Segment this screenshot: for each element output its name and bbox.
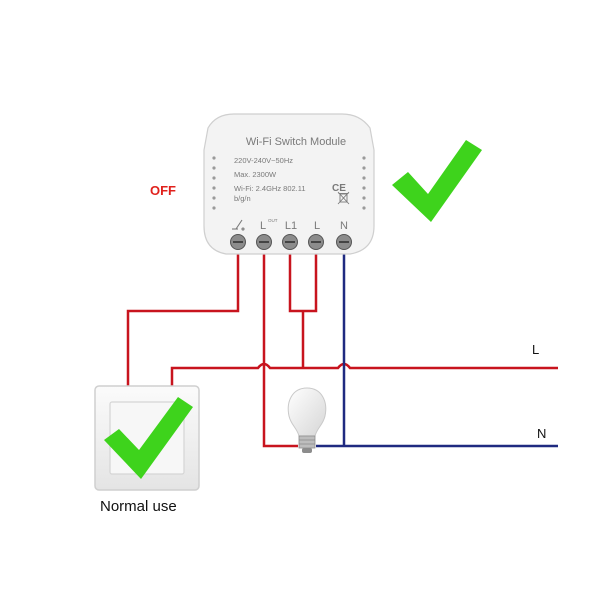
screw-terminal-l xyxy=(308,234,324,250)
terminal-label-n: N xyxy=(340,220,348,232)
module-spec-wifi: Wi-Fi: 2.4GHz 802.11 xyxy=(234,184,306,193)
live-line-label: L xyxy=(532,342,540,357)
wifi-switch-module: Wi-Fi Switch Module 220V-240V~50Hz Max. … xyxy=(203,113,375,255)
module-spec-power: Max. 2300W xyxy=(234,170,277,179)
wires xyxy=(126,250,558,448)
screw-terminal-l1 xyxy=(282,234,298,250)
off-status-label: OFF xyxy=(150,183,176,198)
module-body xyxy=(203,113,375,255)
screw-terminal-switch xyxy=(230,234,246,250)
module-vents xyxy=(212,156,366,210)
terminal-label-l: L xyxy=(314,220,320,232)
wall-switch-check-mark-icon xyxy=(104,397,193,479)
check-mark-icon xyxy=(392,140,482,222)
terminal-label-l-out-sup: OUT xyxy=(268,218,278,223)
screw-terminal-n xyxy=(336,234,352,250)
live-line-wire xyxy=(170,362,558,386)
l1-l-bridge-wire xyxy=(288,250,318,368)
bulb-tip xyxy=(302,448,312,453)
module-spec-wifi-standards: b/g/n xyxy=(234,194,251,203)
terminal-label-l1: L1 xyxy=(285,220,297,232)
terminal-label-l-out: L xyxy=(260,220,266,232)
bulb-base xyxy=(298,435,316,449)
module-spec-voltage: 220V-240V~50Hz xyxy=(234,156,293,165)
screw-terminal-l-out xyxy=(256,234,272,250)
switch-terminal-wire xyxy=(126,250,240,386)
bulb-glass xyxy=(287,387,327,437)
ce-mark: CE xyxy=(332,183,346,194)
neutral-line-label: N xyxy=(537,426,547,441)
bin-disposal-icon xyxy=(337,191,350,205)
light-bulb-icon xyxy=(287,387,327,453)
switch-toggle-icon xyxy=(232,219,245,231)
wall-switch xyxy=(94,385,200,491)
screw-terminals xyxy=(230,234,352,250)
load-output-wire xyxy=(262,250,298,448)
wall-switch-caption: Normal use xyxy=(100,498,177,515)
module-title: Wi-Fi Switch Module xyxy=(246,136,346,148)
